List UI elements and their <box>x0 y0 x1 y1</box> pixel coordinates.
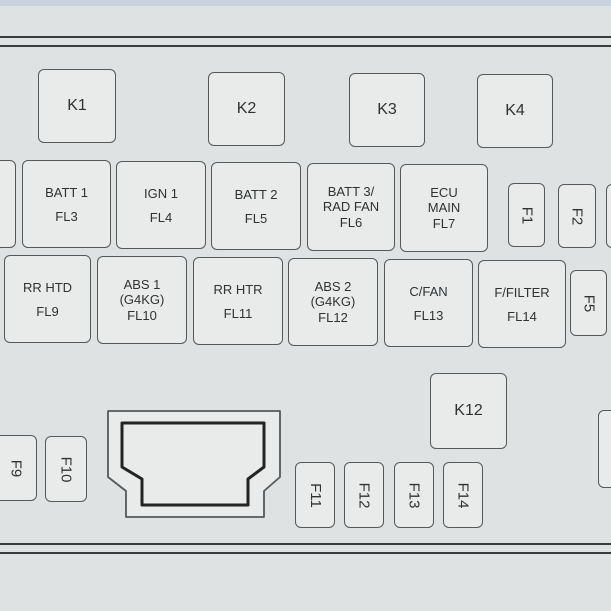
fusible-link-label: BATT 3/ RAD FAN <box>322 184 380 214</box>
fuse-f2: F2 <box>558 184 596 248</box>
fusible-link-fl3: BATT 1 FL3 <box>22 160 111 248</box>
fusible-link-label: RR HTD <box>22 279 73 295</box>
panel-top-border-inner <box>0 45 611 47</box>
fusible-link-code: FL12 <box>318 310 348 325</box>
fuse-partial-right <box>606 184 611 248</box>
fusible-link-fl10: ABS 1 (G4KG) FL10 <box>97 256 187 344</box>
fuse-f1: F1 <box>508 183 545 247</box>
relay-k12: K12 <box>430 373 507 449</box>
relay-label: K1 <box>67 97 87 114</box>
fuse-f13: F13 <box>394 462 434 528</box>
panel-top-border <box>0 36 611 38</box>
relay-partial-right <box>598 410 611 488</box>
fusible-link-fl9: RR HTD FL9 <box>4 255 91 343</box>
fusible-link-code: FL9 <box>36 303 59 319</box>
relay-label: K12 <box>454 402 483 419</box>
fusible-link-code: FL4 <box>149 209 173 225</box>
relay-label: K4 <box>505 102 525 119</box>
relay-k1: K1 <box>38 69 116 143</box>
relay-k2: K2 <box>208 72 285 146</box>
fusible-link-code: FL3 <box>55 208 78 224</box>
fuse-label: F11 <box>306 482 324 508</box>
fusible-link-label: IGN 1 <box>144 185 178 201</box>
fusible-link-code: FL13 <box>413 307 444 323</box>
fuse-f14: F14 <box>443 462 483 528</box>
fuse-f11: F11 <box>295 462 335 528</box>
fusible-link-fl5: BATT 2 FL5 <box>211 162 301 250</box>
connector-outer-edge <box>107 410 281 518</box>
fusible-link-code: FL5 <box>244 210 268 226</box>
panel-bottom-border <box>0 543 611 545</box>
fuse-label: F9 <box>6 459 24 477</box>
fuse-label: F13 <box>405 482 423 508</box>
fuse-label: F14 <box>454 482 472 508</box>
fusible-link-fl7: ECU MAIN FL7 <box>400 164 488 252</box>
fuse-label: F1 <box>517 206 535 224</box>
fusible-link-partial-left <box>0 160 16 248</box>
fusible-link-label: ABS 2 (G4KG) <box>310 279 356 309</box>
fuse-label: F12 <box>355 482 373 508</box>
fuse-label: F2 <box>568 207 586 225</box>
fusible-link-label: ECU MAIN <box>427 185 461 215</box>
fusible-link-label: BATT 2 <box>234 186 278 202</box>
fusible-link-fl14: F/FILTER FL14 <box>478 260 566 348</box>
fuse-label: F10 <box>57 456 75 482</box>
relay-label: K2 <box>236 100 257 117</box>
connector-outline <box>107 410 281 518</box>
relay-k4: K4 <box>477 74 553 148</box>
fusible-link-fl12: ABS 2 (G4KG) FL12 <box>288 258 378 346</box>
fusible-link-code: FL11 <box>223 305 253 321</box>
fusible-link-code: FL14 <box>507 308 537 324</box>
fusible-link-fl6: BATT 3/ RAD FAN FL6 <box>307 163 395 251</box>
fuse-label: F5 <box>579 294 597 312</box>
fusible-link-code: FL7 <box>432 216 456 231</box>
fusible-link-label: F/FILTER <box>494 284 550 300</box>
fusible-link-label: BATT 1 <box>45 184 88 200</box>
relay-k3: K3 <box>349 73 425 147</box>
fuse-f10: F10 <box>45 436 87 502</box>
fuse-f5: F5 <box>570 270 607 336</box>
fusible-link-label: ABS 1 (G4KG) <box>119 277 165 307</box>
connector-inner-edge <box>120 421 266 507</box>
top-edge-strip <box>0 0 611 6</box>
panel-bottom-border-inner <box>0 552 611 554</box>
fusible-link-fl4: IGN 1 FL4 <box>116 161 206 249</box>
fusible-link-code: FL6 <box>339 215 363 230</box>
fuse-f12: F12 <box>344 462 384 528</box>
relay-label: K3 <box>377 101 397 118</box>
fusible-link-code: FL10 <box>127 308 157 323</box>
fusible-link-fl13: C/FAN FL13 <box>384 259 473 347</box>
fusible-link-label: RR HTR <box>213 281 263 297</box>
fuse-f9: F9 <box>0 435 37 501</box>
fusible-link-fl11: RR HTR FL11 <box>193 257 283 345</box>
fusible-link-label: C/FAN <box>409 283 448 299</box>
